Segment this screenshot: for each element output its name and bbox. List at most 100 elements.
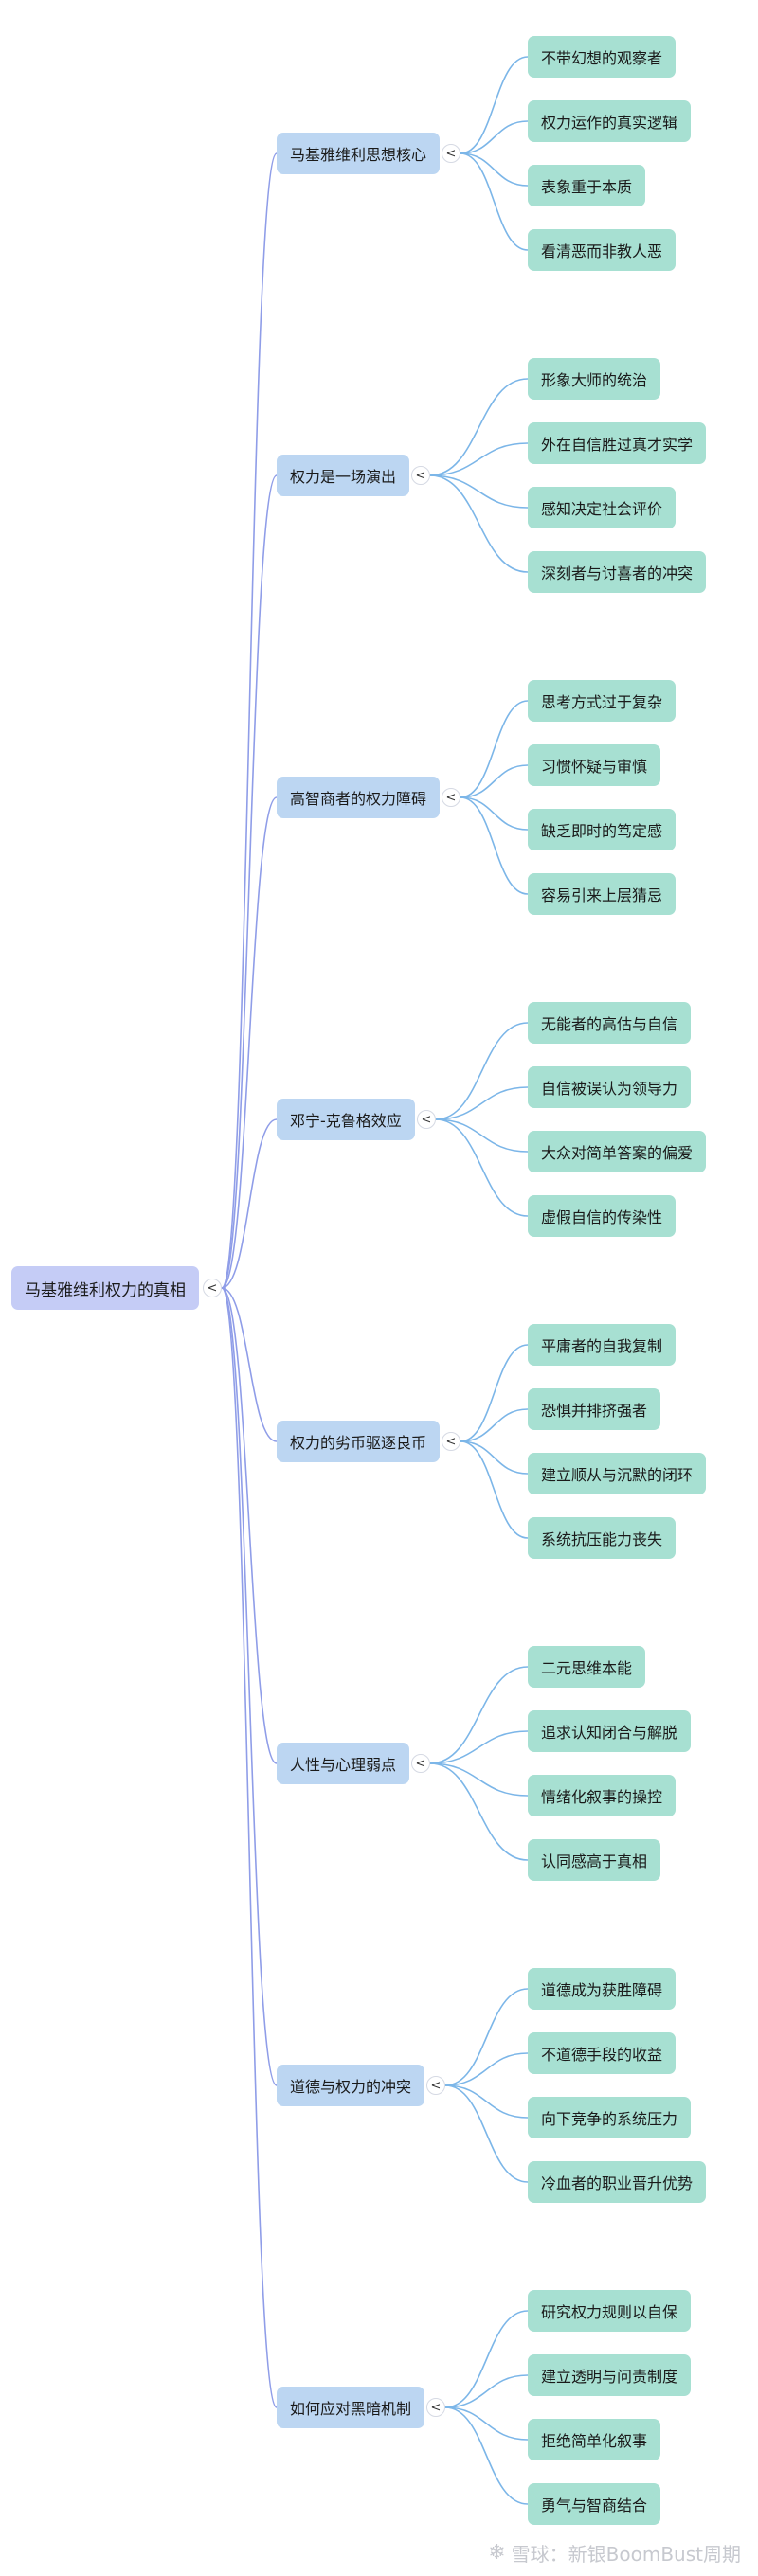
branch-collapse-toggle-6[interactable]: < <box>411 1754 430 1773</box>
leaf-node[interactable]: 追求认知闭合与解脱 <box>528 1710 692 1752</box>
branch-link <box>429 474 529 509</box>
branch-node-8[interactable]: 如何应对黑暗机制 <box>277 2387 425 2428</box>
branch-collapse-toggle-5[interactable]: < <box>442 1432 460 1451</box>
leaf-node-label: 无能者的高估与自信 <box>541 1015 678 1033</box>
leaf-node[interactable]: 二元思维本能 <box>528 1646 646 1688</box>
branch-collapse-toggle-1[interactable]: < <box>442 144 460 163</box>
branch-node-7-label: 道德与权力的冲突 <box>290 2078 412 2096</box>
branch-node-3-label: 高智商者的权力障碍 <box>290 790 427 808</box>
leaf-node-label: 系统抗压能力丧失 <box>541 1530 663 1548</box>
branch-collapse-toggle-8[interactable]: < <box>426 2398 445 2417</box>
branch-collapse-toggle-4[interactable]: < <box>417 1110 436 1129</box>
branch-link <box>435 1118 529 1217</box>
leaf-node[interactable]: 道德成为获胜障碍 <box>528 1968 677 2010</box>
root-link-6 <box>221 1287 278 1764</box>
leaf-node-label: 大众对简单答案的偏爱 <box>541 1144 694 1162</box>
branch-link <box>460 56 529 154</box>
branch-node-2[interactable]: 权力是一场演出 <box>277 455 410 496</box>
leaf-node-label: 勇气与智商结合 <box>541 2496 648 2514</box>
leaf-node[interactable]: 缺乏即时的笃定感 <box>528 809 677 850</box>
leaf-node-label: 研究权力规则以自保 <box>541 2303 678 2321</box>
leaf-node[interactable]: 大众对简单答案的偏爱 <box>528 1131 707 1172</box>
branch-node-4[interactable]: 邓宁-克鲁格效应 <box>277 1099 415 1140</box>
leaf-node[interactable]: 冷血者的职业晋升优势 <box>528 2161 707 2203</box>
leaf-node-label: 权力运作的真实逻辑 <box>541 114 678 132</box>
leaf-node[interactable]: 表象重于本质 <box>528 165 646 206</box>
leaf-node[interactable]: 建立顺从与沉默的闭环 <box>528 1453 707 1494</box>
leaf-node[interactable]: 勇气与智商结合 <box>528 2483 661 2525</box>
branch-link <box>435 1118 529 1153</box>
leaf-node-label: 平庸者的自我复制 <box>541 1337 663 1355</box>
leaf-node[interactable]: 看清恶而非教人恶 <box>528 229 677 271</box>
leaf-node[interactable]: 情绪化叙事的操控 <box>528 1775 677 1816</box>
snowball-logo-icon: ❄ <box>488 2541 506 2565</box>
branch-node-1[interactable]: 马基雅维利思想核心 <box>277 133 441 174</box>
branch-node-5[interactable]: 权力的劣币驱逐良币 <box>277 1421 441 1462</box>
root-link-4 <box>221 1118 278 1289</box>
leaf-node[interactable]: 思考方式过于复杂 <box>528 680 677 722</box>
leaf-node[interactable]: 建立透明与问责制度 <box>528 2354 692 2396</box>
branch-link <box>460 152 529 251</box>
branch-node-3[interactable]: 高智商者的权力障碍 <box>277 777 441 818</box>
leaf-node[interactable]: 自信被误认为领导力 <box>528 1066 692 1108</box>
leaf-node[interactable]: 向下竞争的系统压力 <box>528 2097 692 2138</box>
leaf-node[interactable]: 习惯怀疑与审慎 <box>528 744 661 786</box>
branch-link <box>444 2084 529 2183</box>
root-collapse-toggle[interactable]: < <box>203 1279 222 1297</box>
branch-collapse-toggle-2[interactable]: < <box>411 466 430 485</box>
leaf-node[interactable]: 拒绝简单化叙事 <box>528 2419 661 2460</box>
branch-link <box>444 2084 529 2119</box>
leaf-node[interactable]: 平庸者的自我复制 <box>528 1324 677 1366</box>
leaf-node-label: 建立顺从与沉默的闭环 <box>541 1466 694 1484</box>
branch-collapse-toggle-7[interactable]: < <box>426 2076 445 2095</box>
branch-link <box>429 474 529 573</box>
branch-link <box>444 2052 529 2086</box>
leaf-node[interactable]: 不带幻想的观察者 <box>528 36 677 78</box>
leaf-node[interactable]: 外在自信胜过真才实学 <box>528 422 707 464</box>
watermark-text: 雪球：新银BoomBust周期 <box>511 2543 741 2566</box>
branch-link <box>444 1988 529 2086</box>
leaf-node[interactable]: 形象大师的统治 <box>528 358 661 400</box>
leaf-node[interactable]: 虚假自信的传染性 <box>528 1195 677 1237</box>
branch-link <box>444 2406 529 2505</box>
root-node-label: 马基雅维利权力的真相 <box>25 1280 186 1300</box>
leaf-node[interactable]: 权力运作的真实逻辑 <box>528 100 692 142</box>
branch-link <box>460 796 529 895</box>
branch-link <box>460 1440 529 1475</box>
root-link-8 <box>221 1287 278 2408</box>
branch-node-1-label: 马基雅维利思想核心 <box>290 146 427 164</box>
leaf-node[interactable]: 研究权力规则以自保 <box>528 2290 692 2332</box>
branch-link <box>460 764 529 798</box>
root-link-2 <box>221 474 278 1289</box>
branch-collapse-toggle-3[interactable]: < <box>442 788 460 807</box>
root-node[interactable]: 马基雅维利权力的真相 <box>11 1266 199 1310</box>
branch-node-8-label: 如何应对黑暗机制 <box>290 2400 412 2418</box>
leaf-node-label: 情绪化叙事的操控 <box>541 1788 663 1806</box>
leaf-node[interactable]: 深刻者与讨喜者的冲突 <box>528 551 707 593</box>
branch-link <box>429 1762 529 1797</box>
leaf-node-label: 虚假自信的传染性 <box>541 1208 663 1226</box>
leaf-node[interactable]: 无能者的高估与自信 <box>528 1002 692 1044</box>
leaf-node-label: 外在自信胜过真才实学 <box>541 436 694 454</box>
branch-link <box>435 1022 529 1120</box>
branch-link <box>444 2374 529 2408</box>
leaf-node[interactable]: 认同感高于真相 <box>528 1839 661 1881</box>
leaf-node-label: 认同感高于真相 <box>541 1852 648 1870</box>
leaf-node[interactable]: 容易引来上层猜忌 <box>528 873 677 915</box>
branch-link <box>460 700 529 798</box>
leaf-node-label: 习惯怀疑与审慎 <box>541 758 648 776</box>
branch-node-2-label: 权力是一场演出 <box>290 468 397 486</box>
leaf-node[interactable]: 恐惧并排挤强者 <box>528 1388 661 1430</box>
leaf-node[interactable]: 系统抗压能力丧失 <box>528 1517 677 1559</box>
leaf-node[interactable]: 感知决定社会评价 <box>528 487 677 528</box>
branch-node-6[interactable]: 人性与心理弱点 <box>277 1743 410 1784</box>
leaf-node-label: 感知决定社会评价 <box>541 500 663 518</box>
branch-node-5-label: 权力的劣币驱逐良币 <box>290 1434 427 1452</box>
branch-link <box>444 2406 529 2441</box>
leaf-node[interactable]: 不道德手段的收益 <box>528 2032 677 2074</box>
leaf-node-label: 看清恶而非教人恶 <box>541 242 663 260</box>
leaf-node-label: 自信被误认为领导力 <box>541 1080 678 1098</box>
leaf-node-label: 建立透明与问责制度 <box>541 2368 678 2386</box>
branch-node-4-label: 邓宁-克鲁格效应 <box>290 1112 402 1130</box>
branch-node-7[interactable]: 道德与权力的冲突 <box>277 2065 425 2106</box>
